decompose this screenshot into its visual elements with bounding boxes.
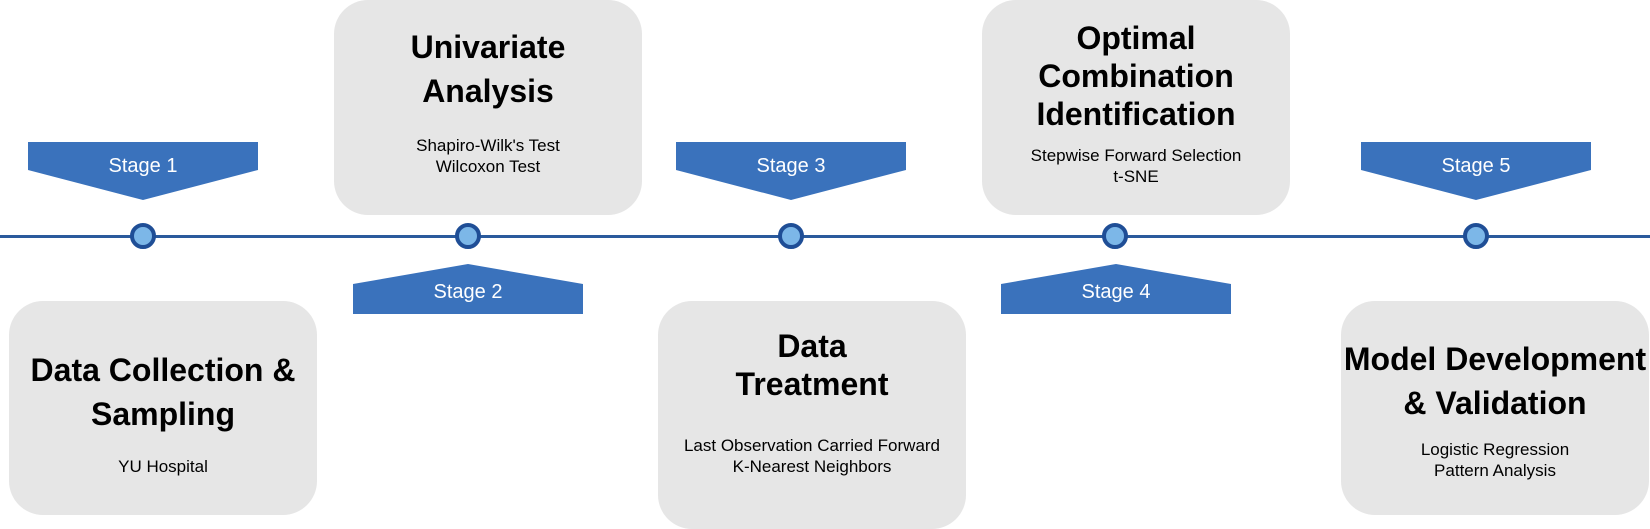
stage-3-banner: Stage 3 <box>676 142 906 204</box>
stage-4-desc-line-1: Stepwise Forward Selection <box>1030 146 1242 165</box>
stage-4-label: Stage 4 <box>1081 281 1151 303</box>
stage-2-banner: Stage 2 <box>353 264 583 326</box>
stage-3-desc-line-1: Last Observation Carried Forward <box>683 436 941 455</box>
stage-5-node <box>1463 223 1489 249</box>
stage-1-title: Data Collection & Sampling <box>30 352 296 432</box>
stage-4-title: Optimal Combination Identification <box>1036 20 1236 132</box>
stage-5-desc-line-1: Logistic Regression <box>1420 440 1570 459</box>
stage-3-title: Data Treatment <box>735 328 889 402</box>
stage-5-desc-line-2: Pattern Analysis <box>1434 461 1556 480</box>
timeline-line <box>0 235 1650 238</box>
stage-1-node <box>130 223 156 249</box>
stage-5-title: Model Development & Validation <box>1343 341 1647 421</box>
stage-3-card: Data Treatment Last Observation Carried … <box>658 301 966 529</box>
stage-4-card: Optimal Combination Identification Stepw… <box>982 0 1290 215</box>
stage-1-label: Stage 1 <box>108 155 178 177</box>
stage-2-desc-line-2: Wilcoxon Test <box>435 157 541 176</box>
stage-2-node <box>455 223 481 249</box>
stage-2-title: Univariate Analysis <box>410 29 566 109</box>
stage-5-banner: Stage 5 <box>1361 142 1591 204</box>
stage-2-label: Stage 2 <box>433 281 503 303</box>
stage-4-desc-line-2: t-SNE <box>1113 167 1159 186</box>
stage-4-banner: Stage 4 <box>1001 264 1231 326</box>
stage-3-node <box>778 223 804 249</box>
stage-2-card: Univariate Analysis Shapiro-Wilk's Test … <box>334 0 642 215</box>
stage-1-card: Data Collection & Sampling YU Hospital <box>9 301 317 515</box>
stage-1-desc-line-1: YU Hospital <box>118 457 208 476</box>
stage-3-desc-line-2: K-Nearest Neighbors <box>732 457 892 476</box>
stage-5-label: Stage 5 <box>1441 155 1511 177</box>
stage-1-banner: Stage 1 <box>28 142 258 204</box>
stage-3-label: Stage 3 <box>756 155 826 177</box>
stage-5-card: Model Development & Validation Logistic … <box>1341 301 1649 515</box>
stage-4-node <box>1102 223 1128 249</box>
stage-2-desc-line-1: Shapiro-Wilk's Test <box>416 136 560 155</box>
